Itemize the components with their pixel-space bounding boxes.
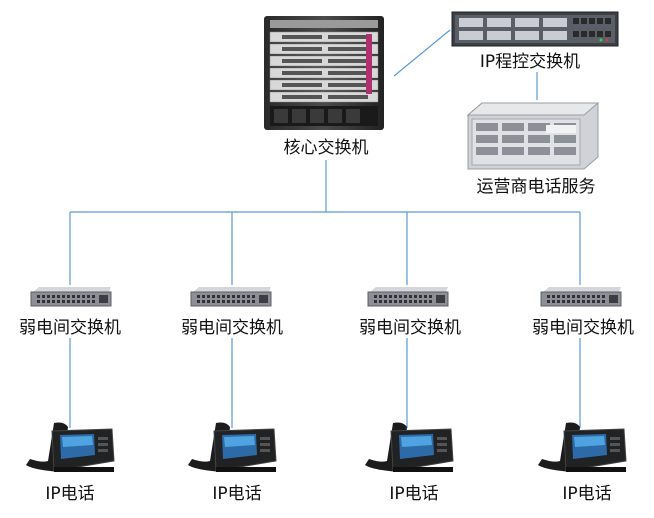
access-switch-3-label: 弱电间交换机: [359, 318, 461, 338]
ip-phone-1-label: IP电话: [45, 484, 95, 504]
chassis-switch-icon: [264, 16, 384, 130]
ip-phone-4: [536, 419, 628, 475]
carrier-service-node: [466, 101, 600, 171]
core-switch-node: [262, 14, 386, 132]
link-core-to-pbx: [393, 29, 451, 77]
access-switch-1-label: 弱电间交换机: [19, 318, 121, 338]
ip-phone-icon: [365, 422, 454, 472]
carrier-gateway-icon: [466, 102, 600, 170]
access-switch-2: [189, 286, 273, 310]
access-switch-4-label: 弱电间交换机: [532, 318, 634, 338]
access-switch-4: [539, 286, 623, 310]
access-switch-icon: [30, 287, 112, 307]
access-switch-1: [29, 286, 113, 310]
ip-phone-icon: [188, 422, 277, 472]
access-switch-2-label: 弱电间交换机: [181, 318, 283, 338]
rack-pbx-icon: [451, 11, 619, 47]
core-switch-label: 核心交换机: [283, 138, 369, 158]
ip-phone-4-label: IP电话: [562, 484, 612, 504]
access-switch-icon: [367, 287, 449, 307]
ip-phone-icon: [538, 422, 627, 472]
ip-phone-2: [186, 419, 278, 475]
ip-phone-3-label: IP电话: [389, 484, 439, 504]
access-switch-3: [366, 286, 450, 310]
ip-pbx-label: IP程控交换机: [479, 52, 581, 72]
ip-pbx-node: [451, 11, 619, 47]
ip-phone-1: [24, 419, 116, 475]
access-switch-icon: [540, 287, 622, 307]
carrier-service-label: 运营商电话服务: [476, 177, 596, 197]
ip-phone-3: [363, 419, 455, 475]
access-switch-icon: [190, 287, 272, 307]
ip-phone-2-label: IP电话: [212, 484, 262, 504]
ip-phone-icon: [26, 422, 115, 472]
